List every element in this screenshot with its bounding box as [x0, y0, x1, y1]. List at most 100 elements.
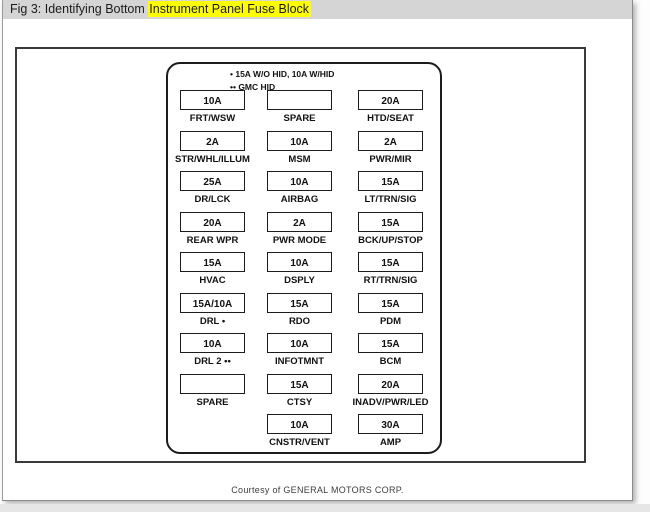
fuse-amp-value: 10A [203, 339, 222, 350]
fuse-box: 20A [180, 212, 245, 232]
fuse-amp-value: 15A [290, 299, 309, 310]
fuse-cell: 15A PDM [358, 293, 423, 327]
fuse-amp-value: 10A [290, 420, 309, 431]
fuse-box: 15A [358, 293, 423, 313]
fuse-cell: 15A HVAC [180, 252, 245, 286]
fuse-label: SPARE [283, 113, 316, 124]
fuse-box [180, 374, 245, 394]
fuse-amp-value: 10A [290, 339, 309, 350]
fuse-cell: 15A/10A DRL • [180, 293, 245, 327]
fuse-label: PWR MODE [272, 235, 327, 246]
fuse-cell: 2A PWR MODE [267, 212, 332, 246]
figure-title-highlight: Instrument Panel Fuse Block [148, 1, 312, 17]
fuse-box: 20A [358, 90, 423, 110]
page-bottom-strip [0, 504, 650, 512]
fuse-cell: 15A CTSY [267, 374, 332, 408]
fuse-amp-value: 20A [381, 380, 400, 391]
fuse-box: 10A [180, 333, 245, 353]
fuse-box: 15A [358, 171, 423, 191]
fuse-box: 15A [180, 252, 245, 272]
fuse-label: CNSTR/VENT [269, 437, 330, 448]
fuse-cell: 10A DSPLY [267, 252, 332, 286]
fuse-cell: 10A CNSTR/VENT [267, 414, 332, 448]
fuse-box: 10A [180, 90, 245, 110]
fuse-label: LT/TRN/SIG [364, 194, 417, 205]
fuse-amp-value: 10A [290, 137, 309, 148]
fuse-box: 15A [358, 212, 423, 232]
fuse-label: AIRBAG [280, 194, 319, 205]
fuse-amp-value: 15A [203, 258, 222, 269]
fuse-box: 15A [358, 333, 423, 353]
fuse-amp-value: 10A [290, 177, 309, 188]
fuse-amp-value: 10A [290, 258, 309, 269]
figure-window: Fig 3: Identifying Bottom Instrument Pan… [2, 0, 633, 501]
fuse-amp-value: 20A [381, 96, 400, 107]
fuse-label: DRL • [199, 316, 226, 327]
fuse-cell: 10A AIRBAG [267, 171, 332, 205]
fuse-amp-value: 15A [381, 339, 400, 350]
fuse-cell: SPARE [180, 374, 245, 408]
fuse-label: STR/WHL/ILLUM [175, 154, 250, 165]
fuse-label: DRL 2 •• [194, 356, 231, 367]
fuse-box: 30A [358, 414, 423, 434]
fuse-cell: 15A BCM [358, 333, 423, 367]
fuse-cell: 10A MSM [267, 131, 332, 165]
courtesy-credit: Courtesy of GENERAL MOTORS CORP. [231, 485, 404, 495]
fuse-box: 2A [358, 131, 423, 151]
fuse-cell: 2A PWR/MIR [358, 131, 423, 165]
fuse-amp-value: 25A [203, 177, 222, 188]
fuse-cell: 10A INFOTMNT [267, 333, 332, 367]
fuse-amp-value: 15A [381, 258, 400, 269]
fuse-box: 15A [267, 293, 332, 313]
fuse-cell: 15A BCK/UP/STOP [358, 212, 423, 246]
fuse-cell: 20A INADV/PWR/LED [353, 374, 429, 408]
fuse-amp-value: 15A [381, 177, 400, 188]
fuse-label: BCM [379, 356, 402, 367]
fuse-label: RDO [288, 316, 311, 327]
fuse-cell: 30A AMP [358, 414, 423, 448]
fuse-label: HVAC [199, 275, 226, 286]
fuse-cell: 15A LT/TRN/SIG [358, 171, 423, 205]
fuse-box: 10A [267, 131, 332, 151]
fuse-box: 15A [267, 374, 332, 394]
fuse-box [267, 90, 332, 110]
fuse-amp-value: 2A [293, 218, 306, 229]
fuse-box: 10A [267, 252, 332, 272]
fuse-box: 10A [267, 414, 332, 434]
fuse-label: FRT/WSW [189, 113, 236, 124]
fuse-label: HTD/SEAT [367, 113, 414, 124]
fuse-cell: 2A STR/WHL/ILLUM [175, 131, 250, 165]
fuse-label: PWR/MIR [369, 154, 412, 165]
fuse-box: 20A [358, 374, 423, 394]
fuse-box: 2A [180, 131, 245, 151]
fuse-label: AMP [379, 437, 402, 448]
fuse-box: 25A [180, 171, 245, 191]
fuse-block-panel: • 15A W/O HID, 10A W/HID •• GMC HID 10A … [166, 62, 442, 454]
fuse-amp-value: 2A [384, 137, 397, 148]
fuse-box: 15A/10A [180, 293, 245, 313]
fuse-label: BCK/UP/STOP [358, 235, 423, 246]
fuse-legend: • 15A W/O HID, 10A W/HID •• GMC HID [230, 68, 334, 94]
figure-title-bar: Fig 3: Identifying Bottom Instrument Pan… [3, 0, 632, 19]
fuse-amp-value: 2A [206, 137, 219, 148]
fuse-label: INFOTMNT [274, 356, 325, 367]
fuse-amp-value: 20A [203, 218, 222, 229]
fuse-cell: 15A RT/TRN/SIG [358, 252, 423, 286]
fuse-label: CTSY [286, 397, 313, 408]
fuse-label: INADV/PWR/LED [352, 397, 429, 408]
fuse-box: 10A [267, 333, 332, 353]
fuse-amp-value: 15A [290, 380, 309, 391]
fuse-cell: 15A RDO [267, 293, 332, 327]
fuse-cell: SPARE [267, 90, 332, 124]
fuse-cell: 25A DR/LCK [180, 171, 245, 205]
fuse-cell: 20A REAR WPR [180, 212, 245, 246]
fuse-amp-value: 15A [381, 299, 400, 310]
legend-line-2: •• GMC HID [230, 82, 276, 92]
fuse-label: MSM [288, 154, 311, 165]
fuse-box: 2A [267, 212, 332, 232]
fuse-cell: 10A DRL 2 •• [180, 333, 245, 367]
fuse-label: SPARE [196, 397, 229, 408]
fuse-label: PDM [379, 316, 402, 327]
fuse-amp-value: 15A [381, 218, 400, 229]
figure-title-prefix: Fig 3: Identifying Bottom [10, 2, 149, 16]
